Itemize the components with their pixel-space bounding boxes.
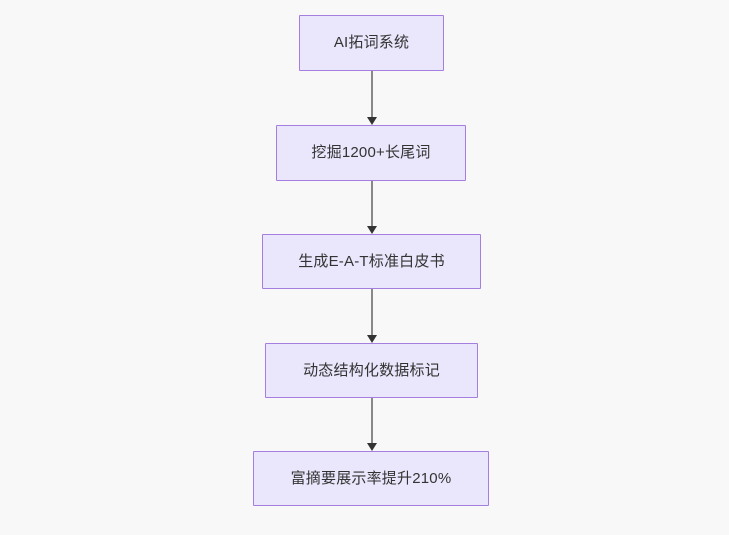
flow-node-rich-snippet-impression-uplift[interactable]: 富摘要展示率提升210% [253,451,489,506]
arrowhead-icon [367,443,377,451]
flow-node-ai-keyword-system[interactable]: AI拓词系统 [299,15,444,71]
flow-node-label: AI拓词系统 [333,34,410,51]
arrowhead-icon [367,117,377,125]
flow-node-label: 富摘要展示率提升210% [290,469,452,487]
flow-node-dynamic-structured-data-markup[interactable]: 动态结构化数据标记 [265,343,478,398]
edge-line [371,71,373,117]
flow-node-label: 生成E-A-T标准白皮书 [298,252,445,270]
edge-line [371,289,373,335]
arrowhead-icon [367,335,377,343]
edge-line [371,181,373,226]
edge-line [371,398,373,443]
arrowhead-icon [367,226,377,234]
flow-node-generate-eat-whitepaper[interactable]: 生成E-A-T标准白皮书 [262,234,481,289]
flow-node-label: 挖掘1200+长尾词 [311,144,431,161]
flow-node-mine-longtail-keywords[interactable]: 挖掘1200+长尾词 [276,125,466,181]
flow-node-label: 动态结构化数据标记 [303,361,440,379]
